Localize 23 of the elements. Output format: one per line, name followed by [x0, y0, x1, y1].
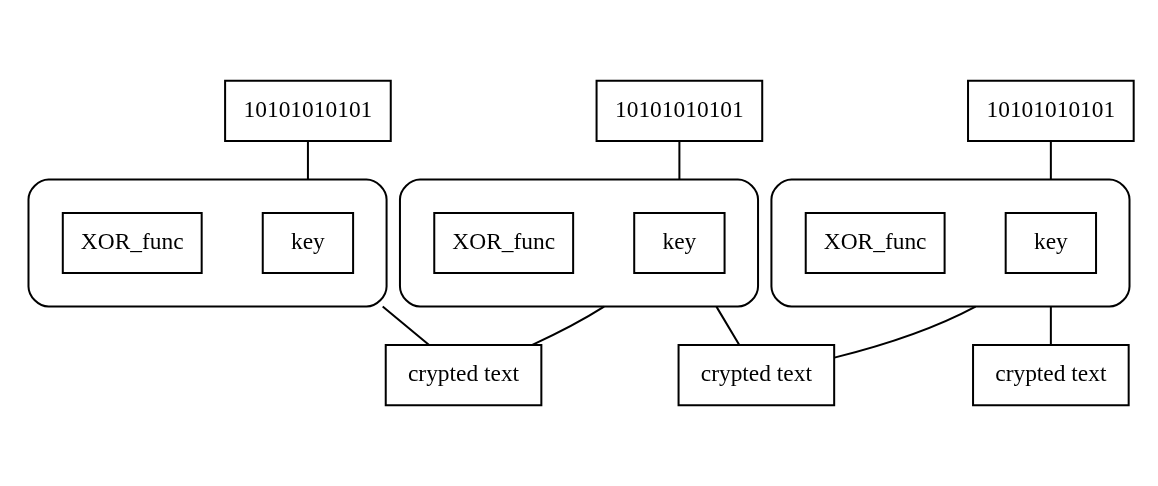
node-box: key — [261, 211, 355, 275]
node-box: 10101010101 — [595, 79, 764, 142]
cluster — [27, 178, 388, 308]
connector — [531, 305, 605, 346]
node-box: XOR_func — [433, 211, 575, 275]
connector — [678, 141, 681, 180]
connector — [382, 305, 430, 346]
node-box: XOR_func — [61, 211, 203, 275]
node-box: crypted text — [384, 344, 543, 407]
connector — [834, 305, 977, 359]
node-box: key — [633, 211, 726, 275]
connector — [306, 141, 309, 180]
node-box: 10101010101 — [224, 79, 392, 142]
node-box: XOR_func — [804, 211, 946, 275]
connector — [715, 306, 741, 346]
cluster — [398, 178, 760, 308]
node-box: key — [1004, 211, 1098, 275]
connector — [1049, 306, 1052, 345]
node-box: 10101010101 — [967, 79, 1135, 142]
node-box: crypted text — [677, 344, 836, 407]
node-box: crypted text — [972, 344, 1130, 407]
connector — [1049, 141, 1052, 180]
cluster — [770, 178, 1131, 308]
